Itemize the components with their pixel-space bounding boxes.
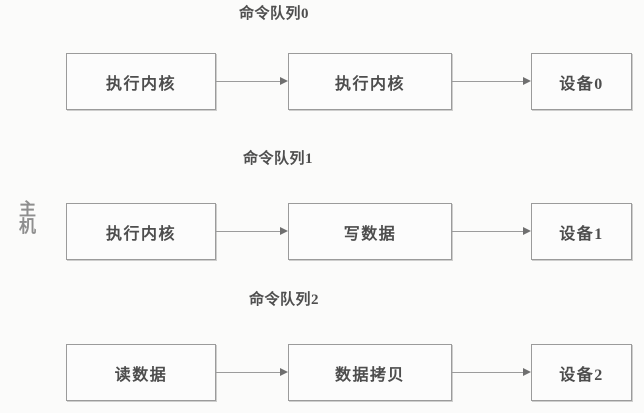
node-r0-n2[interactable]: 设备0 (531, 53, 632, 110)
edge-r1-n0-to-n1 (216, 226, 288, 237)
arrow-right-icon (523, 227, 531, 235)
node-label: 读数据 (114, 366, 168, 384)
edge-r1-n1-to-n2 (452, 226, 531, 237)
arrow-right-icon (523, 77, 531, 85)
host-side-label: 主机 (16, 200, 35, 234)
node-r1-n0[interactable]: 执行内核 (66, 203, 216, 260)
node-label: 数据拷贝 (334, 366, 405, 384)
edge-shaft (216, 372, 280, 373)
node-label: 写数据 (343, 225, 397, 243)
node-label: 执行内核 (105, 75, 176, 93)
node-label: 设备1 (559, 225, 604, 243)
arrow-right-icon (280, 77, 288, 85)
node-label: 设备2 (559, 366, 604, 384)
edge-r2-n0-to-n1 (216, 367, 288, 378)
node-r2-n0[interactable]: 读数据 (66, 344, 216, 401)
queue-title-2: 命令队列2 (249, 292, 320, 308)
arrow-right-icon (280, 227, 288, 235)
arrow-right-icon (523, 368, 531, 376)
edge-shaft (452, 81, 523, 82)
node-r0-n1[interactable]: 执行内核 (288, 53, 452, 110)
node-label: 设备0 (559, 75, 604, 93)
edge-shaft (452, 372, 523, 373)
arrow-right-icon (280, 368, 288, 376)
node-r1-n2[interactable]: 设备1 (531, 203, 632, 260)
edge-r0-n1-to-n2 (452, 76, 531, 87)
edge-r0-n0-to-n1 (216, 76, 288, 87)
node-label: 执行内核 (105, 225, 176, 243)
node-label: 执行内核 (334, 75, 405, 93)
queue-title-0: 命令队列0 (239, 6, 310, 22)
edge-shaft (216, 231, 280, 232)
edge-r2-n1-to-n2 (452, 367, 531, 378)
node-r2-n2[interactable]: 设备2 (531, 344, 632, 401)
edge-shaft (216, 81, 280, 82)
node-r2-n1[interactable]: 数据拷贝 (288, 344, 452, 401)
queue-title-1: 命令队列1 (243, 151, 314, 167)
node-r1-n1[interactable]: 写数据 (288, 203, 452, 260)
node-r0-n0[interactable]: 执行内核 (66, 53, 216, 110)
edge-shaft (452, 231, 523, 232)
